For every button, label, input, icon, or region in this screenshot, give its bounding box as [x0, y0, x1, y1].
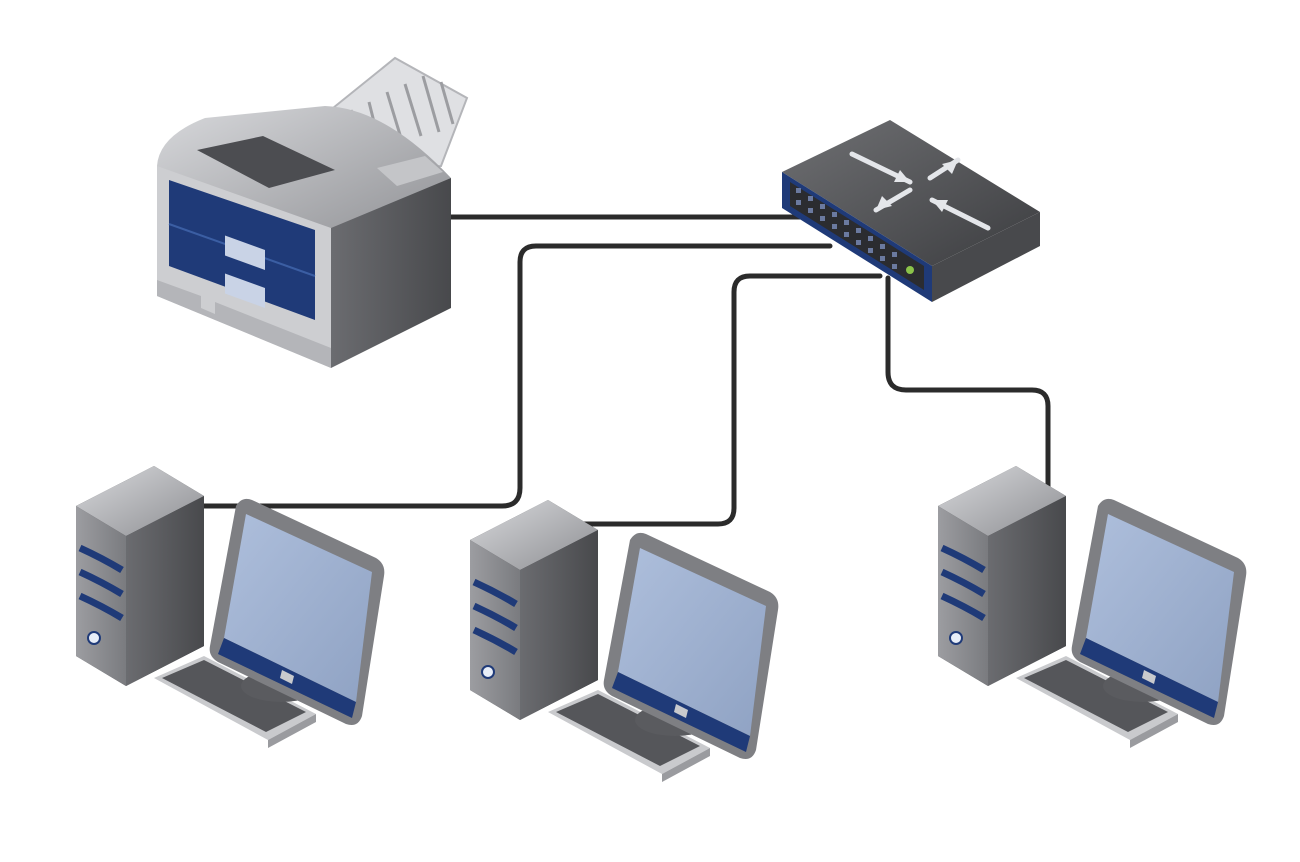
- cable-workstation-2-switch: [577, 273, 883, 527]
- workstation-3[interactable]: [938, 466, 1246, 748]
- printer-icon[interactable]: [157, 56, 469, 368]
- cable-workstation-1-switch: [197, 243, 833, 509]
- desktop-computer-icon: [470, 500, 778, 782]
- desktop-computer-icon: [938, 466, 1246, 748]
- cable-workstation-3-switch: [885, 275, 1051, 503]
- cables: [197, 214, 1051, 527]
- workstation-2[interactable]: [470, 500, 778, 782]
- network-switch-icon[interactable]: [782, 120, 1040, 302]
